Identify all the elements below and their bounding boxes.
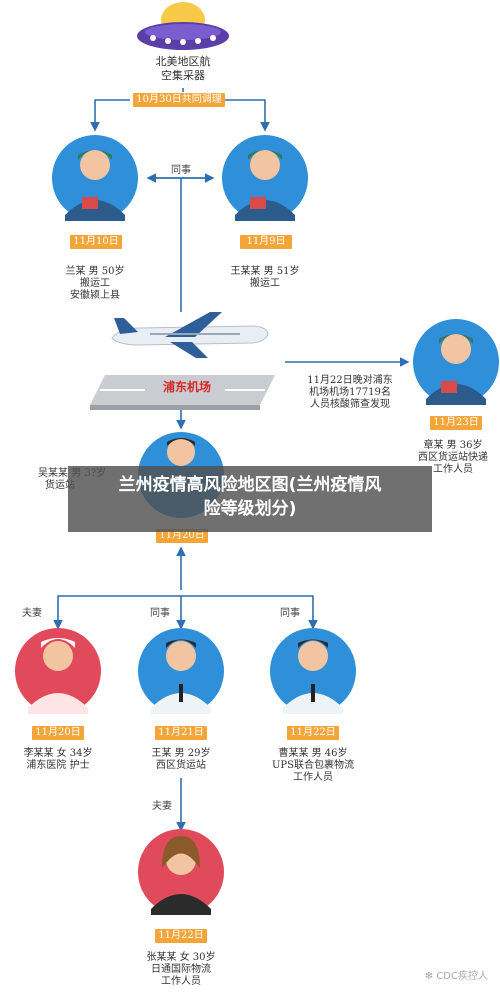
zhang-bottom-desc-line1: 张某某 女 30岁 — [146, 952, 216, 963]
relation-colleague-2: 同事 — [280, 608, 300, 619]
top-connectors — [53, 88, 410, 832]
wang-mid-desc-line1: 王某 男 29岁 — [151, 748, 211, 759]
zhang-right-date-tag: 11月23日 — [430, 416, 482, 430]
watermark: ✻ CDC疾控人 — [425, 967, 488, 982]
person-lan-avatar — [52, 135, 138, 221]
ufo-icon — [137, 2, 229, 50]
person-zhang-right-avatar — [413, 319, 499, 405]
wu-desc-line2: 货运站 — [45, 480, 75, 491]
wang-top-desc-line2: 搬运工 — [250, 278, 280, 289]
screening-note-line2: 机场机场17719名 — [309, 387, 391, 398]
lan-desc-line1: 兰某 男 50岁 — [65, 266, 125, 277]
lan-date-tag: 11月10日 — [70, 235, 122, 249]
zhang-bottom-date-tag: 11月22日 — [155, 929, 207, 943]
zhang-right-desc-line2: 西区货运站快递 — [418, 452, 488, 463]
watermark-text: CDC疾控人 — [436, 971, 488, 982]
li-desc-line2: 浦东医院 护士 — [26, 760, 90, 771]
person-wang-top-avatar — [222, 135, 308, 221]
cao-desc-line1: 曹某某 男 46岁 — [278, 748, 348, 759]
person-wang-mid-avatar — [138, 628, 224, 714]
cao-date-tag: 11月22日 — [287, 726, 339, 740]
wang-mid-date-tag: 11月21日 — [155, 726, 207, 740]
zhang-bottom-desc-line3: 工作人员 — [161, 976, 201, 987]
wang-mid-desc-line2: 西区货运站 — [156, 760, 206, 771]
person-cao-avatar — [270, 628, 356, 714]
wechat-icon: ✻ — [424, 971, 434, 982]
cao-desc-line2: UPS联合包裹物流 — [271, 760, 354, 771]
colleague-label-top: 同事 — [171, 165, 191, 176]
overlay-title-line1: 兰州疫情高风险地区图(兰州疫情风 — [118, 475, 382, 495]
source-name-line1: 北美地区航 — [155, 55, 211, 68]
screening-note-line3: 人员核酸筛查发现 — [310, 399, 390, 410]
airport-name: 浦东机场 — [162, 380, 211, 394]
lan-desc-line3: 安徽颍上县 — [70, 290, 120, 301]
lan-desc-line2: 搬运工 — [80, 278, 110, 289]
wang-top-desc-line1: 王某某 男 51岁 — [230, 266, 300, 277]
zhang-bottom-desc-line2: 日通国际物流 — [151, 964, 211, 975]
li-date-tag: 11月20日 — [32, 726, 84, 740]
source-date-tag: 10月30日共同调理 — [133, 93, 225, 107]
person-li-avatar — [15, 628, 101, 714]
zhang-right-desc-line3: 工作人员 — [433, 464, 473, 475]
screening-note-line1: 11月22日晚对浦东 — [307, 375, 393, 386]
cao-desc-line3: 工作人员 — [293, 772, 333, 783]
overlay-title-line2: 险等级划分) — [203, 499, 297, 519]
wu-date-tag: 11月20日 — [156, 529, 208, 543]
overlay-title-banner: 兰州疫情高风险地区图(兰州疫情风 险等级划分) — [68, 466, 432, 532]
source-name-line2: 空集采器 — [161, 69, 205, 82]
airplane-icon — [111, 312, 269, 358]
wang-top-date-tag: 11月9日 — [240, 235, 292, 249]
relation-spouse-2: 夫妻 — [152, 801, 172, 812]
relation-spouse-1: 夫妻 — [22, 608, 42, 619]
li-desc-line1: 李某某 女 34岁 — [23, 748, 93, 759]
airport-platform — [90, 375, 275, 410]
zhang-right-desc-line1: 章某 男 36岁 — [423, 440, 483, 451]
relation-colleague-1: 同事 — [150, 608, 170, 619]
person-zhang-bottom-avatar — [138, 829, 224, 915]
